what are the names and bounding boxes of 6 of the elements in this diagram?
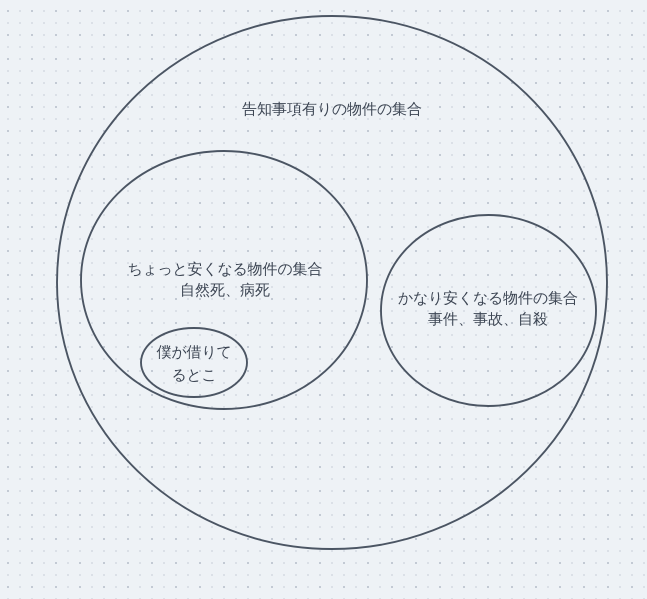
set-examples: 自然死、病死	[180, 280, 270, 301]
set-label: 僕が借りてるとこ	[156, 342, 232, 386]
set-label: 告知事項有りの物件の集合	[242, 99, 422, 120]
set-label: かなり安くなる物件の集合	[398, 288, 578, 309]
set-label: ちょっと安くなる物件の集合	[128, 259, 322, 280]
set-examples: 事件、事故、自殺	[428, 309, 548, 330]
